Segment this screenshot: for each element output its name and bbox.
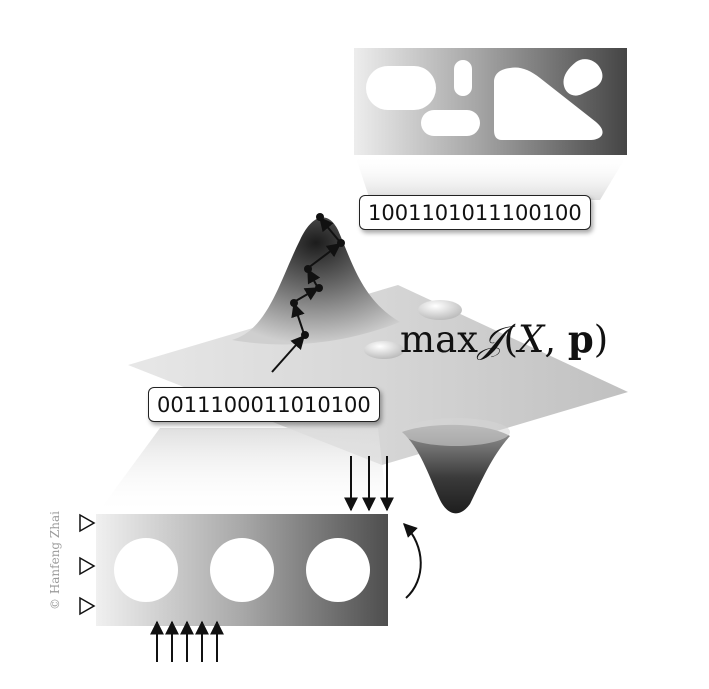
initial-binary-code: 0011100011010100 bbox=[148, 387, 380, 422]
valley-rim bbox=[402, 418, 510, 446]
objective-formula: max𝒥(X, p) bbox=[400, 317, 608, 362]
path-point bbox=[316, 213, 324, 221]
bottom-loads bbox=[150, 620, 224, 662]
path-point bbox=[301, 331, 309, 339]
support-triangle-icon bbox=[79, 513, 96, 533]
path-points bbox=[290, 213, 345, 339]
path-step-arrow bbox=[319, 216, 341, 243]
top-loads bbox=[344, 456, 394, 512]
formula-open-paren: ( bbox=[503, 318, 518, 361]
path-point bbox=[304, 265, 312, 273]
formula-close-paren: ) bbox=[593, 318, 609, 361]
objective-valley bbox=[402, 424, 510, 514]
max-operator: max bbox=[400, 318, 479, 361]
formula-variable-p: p bbox=[567, 317, 594, 361]
surface-bump bbox=[418, 300, 462, 320]
support-triangle-icon bbox=[79, 556, 96, 576]
path-point bbox=[290, 299, 298, 307]
initial-design bbox=[96, 514, 388, 626]
support-markers bbox=[79, 513, 96, 616]
surface-bump bbox=[364, 341, 404, 359]
projection-beam-top bbox=[355, 155, 627, 200]
moment-arrow bbox=[403, 523, 422, 599]
path-step-arrow bbox=[291, 302, 305, 335]
path-step-arrow bbox=[307, 268, 321, 289]
copyright-notice: © Hanfeng Zhai bbox=[48, 511, 62, 610]
path-point bbox=[315, 284, 323, 292]
formula-variable-x: X bbox=[517, 318, 545, 361]
formula-comma: , bbox=[544, 318, 568, 361]
projection-beam-bottom bbox=[96, 428, 388, 515]
objective-symbol: 𝒥 bbox=[478, 318, 504, 361]
path-step-arrow bbox=[293, 287, 320, 303]
optimization-path bbox=[271, 216, 342, 373]
optimized-design bbox=[354, 48, 627, 155]
path-step-arrow bbox=[307, 243, 342, 269]
support-triangle-icon bbox=[79, 596, 96, 616]
path-point bbox=[337, 239, 345, 247]
objective-peak bbox=[232, 217, 400, 345]
path-step-arrow bbox=[271, 334, 305, 373]
optimized-binary-code: 1001101011100100 bbox=[359, 195, 591, 230]
